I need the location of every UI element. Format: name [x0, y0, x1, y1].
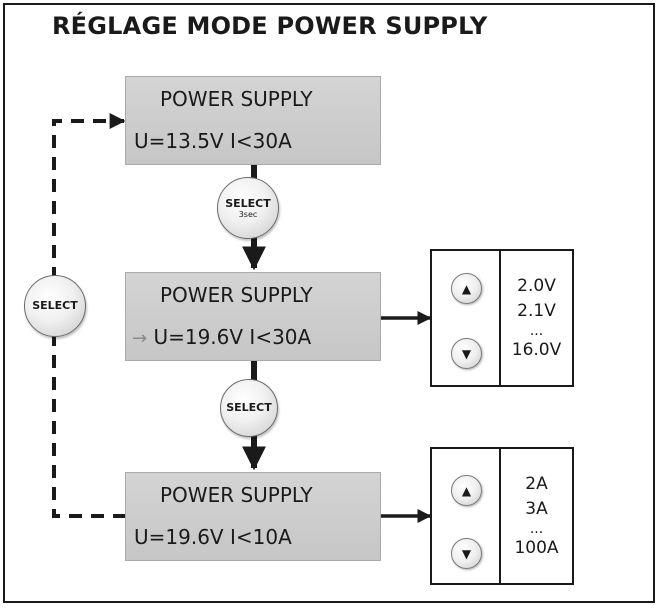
select-button-hold-time: 3sec [238, 209, 258, 219]
select-button-loop[interactable]: SELECT [24, 275, 86, 337]
voltage-value: 2.1V [517, 300, 556, 321]
voltage-value: 2.0V [517, 275, 556, 296]
down-arrow-icon[interactable]: ▼ [451, 538, 482, 569]
voltage-values-list: 2.0V 2.1V ... 16.0V [501, 251, 572, 385]
lcd-mode-label: POWER SUPPLY [160, 483, 313, 507]
current-value: 3A [525, 498, 548, 519]
select-button-label: SELECT [226, 401, 272, 414]
current-value: 100A [514, 537, 559, 558]
current-value: 2A [525, 473, 548, 494]
lcd-mode-label: POWER SUPPLY [160, 87, 313, 111]
lcd-values: U=19.6V I<10A [134, 525, 292, 549]
cursor-arrow-icon: → [132, 328, 148, 349]
lcd-display-default: POWER SUPPLY U=13.5V I<30A [125, 76, 381, 165]
lcd-values-row: → U=19.6V I<30A [132, 325, 311, 349]
lcd-values: U=19.6V I<30A [153, 325, 312, 349]
current-range-panel: ▲ ▼ 2A 3A ... 100A [430, 447, 574, 585]
lcd-display-voltage-edit: POWER SUPPLY → U=19.6V I<30A [125, 272, 381, 361]
voltage-range-panel: ▲ ▼ 2.0V 2.1V ... 16.0V [430, 249, 574, 387]
down-arrow-icon[interactable]: ▼ [451, 338, 482, 369]
select-button-label: SELECT [225, 196, 271, 210]
lcd-mode-label: POWER SUPPLY [160, 283, 313, 307]
select-button-label: SELECT [32, 299, 78, 312]
voltage-value-ellipsis: ... [529, 322, 544, 339]
current-values-list: 2A 3A ... 100A [501, 449, 572, 583]
lcd-values: U=13.5V I<30A [134, 129, 292, 153]
panel-divider [499, 449, 501, 583]
panel-divider [499, 251, 501, 385]
select-button-middle[interactable]: SELECT [220, 379, 278, 437]
diagram-frame [3, 3, 655, 603]
select-button-3sec[interactable]: SELECT 3sec [217, 177, 279, 239]
up-arrow-icon[interactable]: ▲ [451, 475, 482, 506]
voltage-value: 16.0V [511, 339, 562, 360]
up-arrow-icon[interactable]: ▲ [451, 273, 482, 304]
diagram-title: RÉGLAGE MODE POWER SUPPLY [52, 12, 488, 40]
current-value-ellipsis: ... [529, 520, 544, 537]
lcd-display-current-edit: POWER SUPPLY U=19.6V I<10A [125, 472, 381, 561]
